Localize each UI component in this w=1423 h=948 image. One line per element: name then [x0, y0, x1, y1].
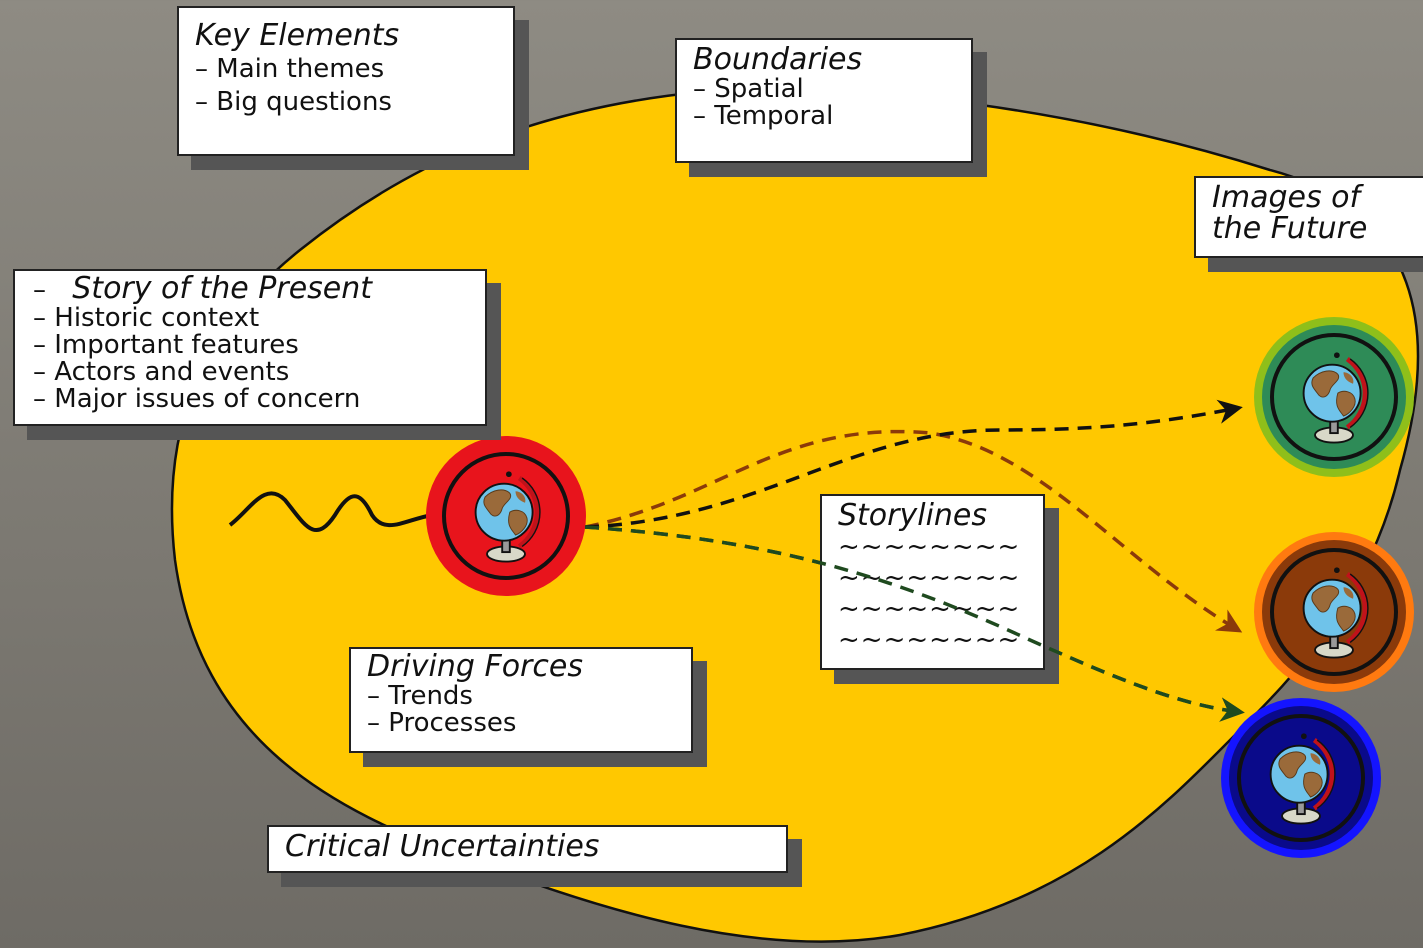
key-elements-title: Key Elements: [195, 18, 400, 53]
storylines-title: Storylines: [838, 498, 988, 533]
images-of-future-title-line1: Images of: [1212, 180, 1361, 215]
boundaries-box: Boundaries – Spatial – Temporal: [675, 38, 973, 163]
future-globe-green: [1254, 317, 1414, 477]
critical-uncertainties-title: Critical Uncertainties: [285, 829, 600, 864]
story-of-present-item: – Important features: [33, 330, 299, 360]
storylines-box: Storylines ~~~~~~~~ ~~~~~~~~ ~~~~~~~~ ~~…: [820, 494, 1045, 670]
story-of-present-item: – Historic context: [33, 303, 260, 333]
story-of-present-dash: –: [33, 275, 46, 305]
boundaries-title: Boundaries: [693, 42, 863, 77]
history-squiggle-line: [228, 491, 433, 532]
storylines-line: ~~~~~~~~: [838, 625, 1021, 655]
images-of-future-box: Images of the Future: [1194, 176, 1423, 258]
story-of-present-title: Story of the Present: [72, 271, 373, 306]
story-of-present-heading: – Story of the Present: [33, 273, 467, 305]
driving-forces-item: – Processes: [367, 708, 517, 738]
boundaries-item: – Spatial: [693, 74, 804, 104]
story-of-present-item: – Actors and events: [33, 357, 290, 387]
driving-forces-item: – Trends: [367, 681, 473, 711]
critical-uncertainties-box: Critical Uncertainties: [267, 825, 788, 873]
key-elements-item: – Main themes: [195, 54, 385, 84]
key-elements-box: Key Elements – Main themes – Big questio…: [177, 6, 515, 156]
future-globe-brown: [1254, 532, 1414, 692]
story-of-present-item: – Major issues of concern: [33, 384, 361, 414]
driving-forces-box: Driving Forces – Trends – Processes: [349, 647, 693, 753]
images-of-future-title-line2: the Future: [1212, 211, 1368, 246]
storylines-line: ~~~~~~~~: [838, 563, 1021, 593]
key-elements-item: – Big questions: [195, 87, 392, 117]
storylines-line: ~~~~~~~~: [838, 532, 1021, 562]
future-globe-blue: [1221, 698, 1381, 858]
storylines-line: ~~~~~~~~: [838, 594, 1021, 624]
present-globe: [426, 436, 586, 596]
driving-forces-title: Driving Forces: [367, 649, 583, 684]
storyline-arrow-black: [584, 399, 1243, 529]
boundaries-item: – Temporal: [693, 101, 834, 131]
story-of-present-box: – Story of the Present – Historic contex…: [13, 269, 487, 426]
